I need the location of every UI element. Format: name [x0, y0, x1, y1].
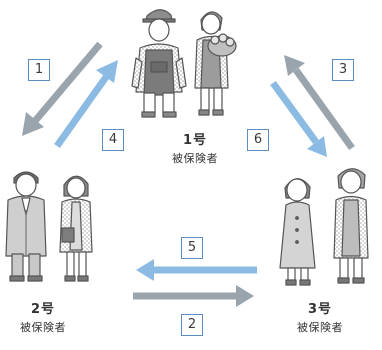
arrow-label-4: 4 — [102, 129, 124, 151]
woman-with-bag-figure — [59, 175, 93, 282]
older-woman-figure — [333, 168, 369, 284]
arrow-6 — [270, 80, 327, 157]
group-3-label: 被保険者 — [297, 321, 343, 334]
arrow-2 — [133, 285, 254, 307]
arrow-label-3: 3 — [332, 59, 354, 81]
group-2-caption: 2号 被保険者 — [13, 298, 73, 335]
group-3-illustration — [279, 168, 369, 286]
arrow-1 — [22, 41, 103, 136]
arrow-label-1: 1 — [28, 59, 50, 81]
group-1-number: 1号 — [182, 133, 208, 148]
group-2-label: 被保険者 — [20, 321, 66, 334]
arrow-label-6: 6 — [247, 129, 269, 151]
arrow-3 — [284, 55, 355, 151]
woman-in-dress-figure — [279, 178, 316, 286]
arrow-5 — [136, 259, 257, 281]
arrow-label-5: 5 — [181, 237, 203, 259]
arrow-label-2: 2 — [181, 314, 203, 336]
farmer-figure — [131, 9, 187, 118]
group-2-illustration — [5, 171, 93, 282]
arrow-4 — [54, 60, 118, 149]
group-1-illustration — [131, 9, 237, 118]
businessman-figure — [5, 171, 47, 282]
group-1-label: 被保険者 — [172, 152, 218, 165]
group-2-number: 2号 — [30, 302, 56, 317]
group-3-caption: 3号 被保険者 — [290, 298, 350, 335]
group-3-number: 3号 — [307, 302, 333, 317]
woman-with-basket-figure — [194, 11, 237, 116]
group-1-caption: 1号 被保険者 — [165, 129, 225, 166]
